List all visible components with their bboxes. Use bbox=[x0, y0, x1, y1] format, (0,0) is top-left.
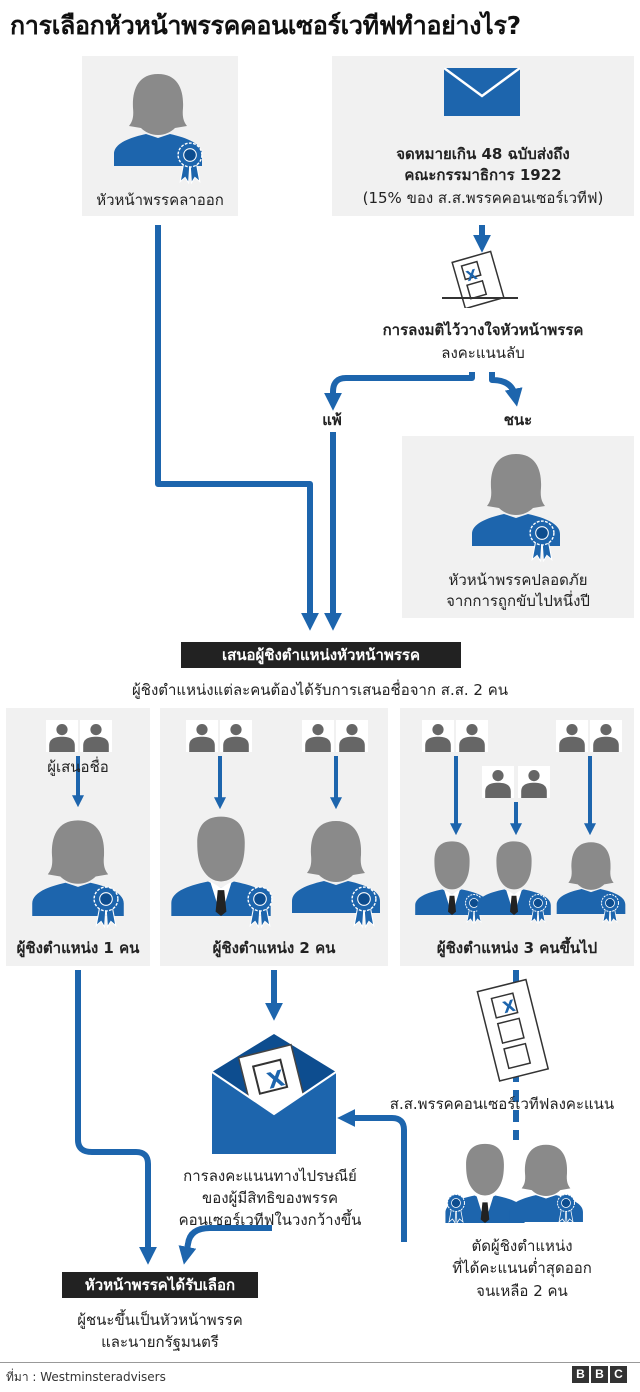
page-title: การเลือกหัวหน้าพรรคคอนเซอร์เวทีฟทำอย่างไ… bbox=[10, 11, 521, 40]
proposer-mp-icon bbox=[518, 766, 550, 798]
proposer-mp-icon bbox=[336, 720, 368, 752]
lose-label: แพ้ bbox=[322, 411, 342, 429]
arrow-one-to-elected bbox=[75, 970, 157, 1265]
arrow-win bbox=[489, 372, 523, 407]
arrow-postal-to-elected bbox=[178, 1225, 272, 1265]
one-candidate-label: ผู้ชิงตำแหน่ง 1 คน bbox=[16, 939, 140, 957]
eliminate-line3: จนเหลือ 2 คน bbox=[476, 1282, 568, 1300]
postal-envelope-icon bbox=[212, 1034, 336, 1154]
ballot-icon bbox=[442, 250, 518, 308]
arrow-lose bbox=[324, 372, 475, 411]
source-note: ที่มา : Westminsteradvisers bbox=[6, 1370, 166, 1384]
proposer-mp-icon bbox=[302, 720, 334, 752]
win-label: ชนะ bbox=[503, 411, 533, 429]
three-candidates-label: ผู้ชิงตำแหน่ง 3 คนขึ้นไป bbox=[436, 939, 598, 957]
safe-line2: จากการถูกขับไปหนึ่งปี bbox=[446, 592, 590, 610]
safe-line1: หัวหน้าพรรคปลอดภัย bbox=[448, 571, 588, 589]
arrow-elimination-to-postal bbox=[337, 1109, 407, 1242]
proposer-mp-icon bbox=[590, 720, 622, 752]
eliminate-line1: ตัดผู้ชิงตำแหน่ง bbox=[471, 1237, 573, 1255]
proposer-mp-icon bbox=[482, 766, 514, 798]
resign-label: หัวหน้าพรรคลาออก bbox=[96, 191, 224, 209]
rosette-icon bbox=[446, 1192, 466, 1224]
nomination-label: เสนอผู้ชิงตำแหน่งหัวหน้าพรรค bbox=[181, 642, 461, 668]
letters-line3: (15% ของ ส.ส.พรรคคอนเซอร์เวทีฟ) bbox=[362, 189, 604, 207]
rosette-icon bbox=[528, 518, 556, 562]
elected-line1: ผู้ชนะขึ้นเป็นหัวหน้าพรรค bbox=[77, 1311, 243, 1329]
proposer-mp-icon bbox=[556, 720, 588, 752]
proposer-mp-icon bbox=[220, 720, 252, 752]
elected-label: หัวหน้าพรรคได้รับเลือก bbox=[62, 1272, 258, 1298]
rosette-icon bbox=[92, 884, 120, 928]
rosette-icon bbox=[350, 884, 378, 928]
proposer-label: ผู้เสนอชื่อ bbox=[47, 758, 109, 776]
letters-line1: จดหมายเกิน 48 ฉบับส่งถึง bbox=[396, 145, 570, 163]
proposer-mp-icon bbox=[186, 720, 218, 752]
ballot-paper-icon bbox=[476, 978, 550, 1082]
mp-vote-label: ส.ส.พรรคคอนเซอร์เวทีฟลงคะแนน bbox=[389, 1095, 615, 1113]
postal-line1: การลงคะแนนทางไปรษณีย์ bbox=[183, 1167, 357, 1185]
postal-line2: ของผู้มีสิทธิของพรรค bbox=[201, 1189, 339, 1207]
rosette-icon bbox=[556, 1192, 576, 1224]
nomination-subtitle: ผู้ชิงตำแหน่งแต่ละคนต้องได้รับการเสนอชื่… bbox=[131, 681, 509, 699]
footer-divider bbox=[0, 1362, 640, 1363]
rosette-icon bbox=[600, 892, 620, 924]
postal-line3: คอนเซอร์เวทีฟในวงกว้างขึ้น bbox=[178, 1211, 362, 1229]
elected-line2: และนายกรัฐมนตรี bbox=[101, 1333, 219, 1351]
confidence-line1: การลงมติไว้วางใจหัวหน้าพรรค bbox=[382, 321, 584, 339]
bbc-logo-c: C bbox=[610, 1366, 627, 1383]
rosette-icon bbox=[176, 140, 204, 184]
letters-line2: คณะกรรมาธิการ 1922 bbox=[404, 166, 562, 184]
confidence-line2: ลงคะแนนลับ bbox=[441, 344, 525, 362]
envelope-icon bbox=[444, 68, 520, 116]
bbc-logo-b1: B bbox=[572, 1366, 589, 1383]
proposer-mp-icon bbox=[422, 720, 454, 752]
proposer-mp-icon bbox=[46, 720, 78, 752]
proposer-mp-icon bbox=[456, 720, 488, 752]
two-candidates-label: ผู้ชิงตำแหน่ง 2 คน bbox=[212, 939, 336, 957]
bbc-logo-b2: B bbox=[591, 1366, 608, 1383]
arrow-resign-to-nomination bbox=[155, 225, 319, 631]
eliminate-line2: ที่ได้คะแนนต่ำสุดออก bbox=[452, 1259, 592, 1277]
rosette-icon bbox=[246, 884, 274, 928]
proposer-mp-icon bbox=[80, 720, 112, 752]
rosette-icon bbox=[528, 892, 548, 924]
